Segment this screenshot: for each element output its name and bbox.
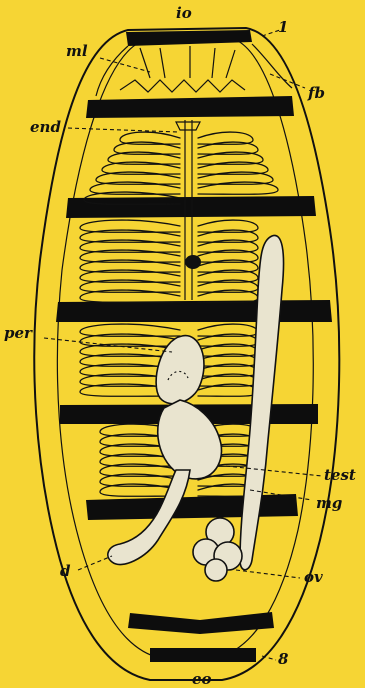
label-1: 1	[278, 18, 288, 36]
label-8: 8	[278, 650, 289, 668]
muscle-band	[126, 30, 252, 46]
testis	[240, 235, 284, 569]
muscle-band	[86, 494, 298, 520]
label-mg: mg	[316, 494, 342, 512]
label-io: io	[176, 4, 192, 22]
label-ov: ov	[304, 568, 323, 586]
muscle-band	[128, 612, 274, 634]
muscle-band	[56, 300, 332, 322]
label-test: test	[324, 466, 356, 484]
label-end: end	[30, 118, 61, 136]
label-fb: fb	[307, 84, 325, 102]
ovary	[193, 518, 242, 581]
muscle-band	[86, 96, 294, 118]
muscle-band	[150, 648, 256, 662]
label-eo: eo	[192, 670, 212, 688]
label-per: per	[4, 324, 33, 342]
muscle-band	[66, 196, 316, 218]
label-ml: ml	[66, 42, 88, 60]
label-d: d	[60, 562, 71, 580]
